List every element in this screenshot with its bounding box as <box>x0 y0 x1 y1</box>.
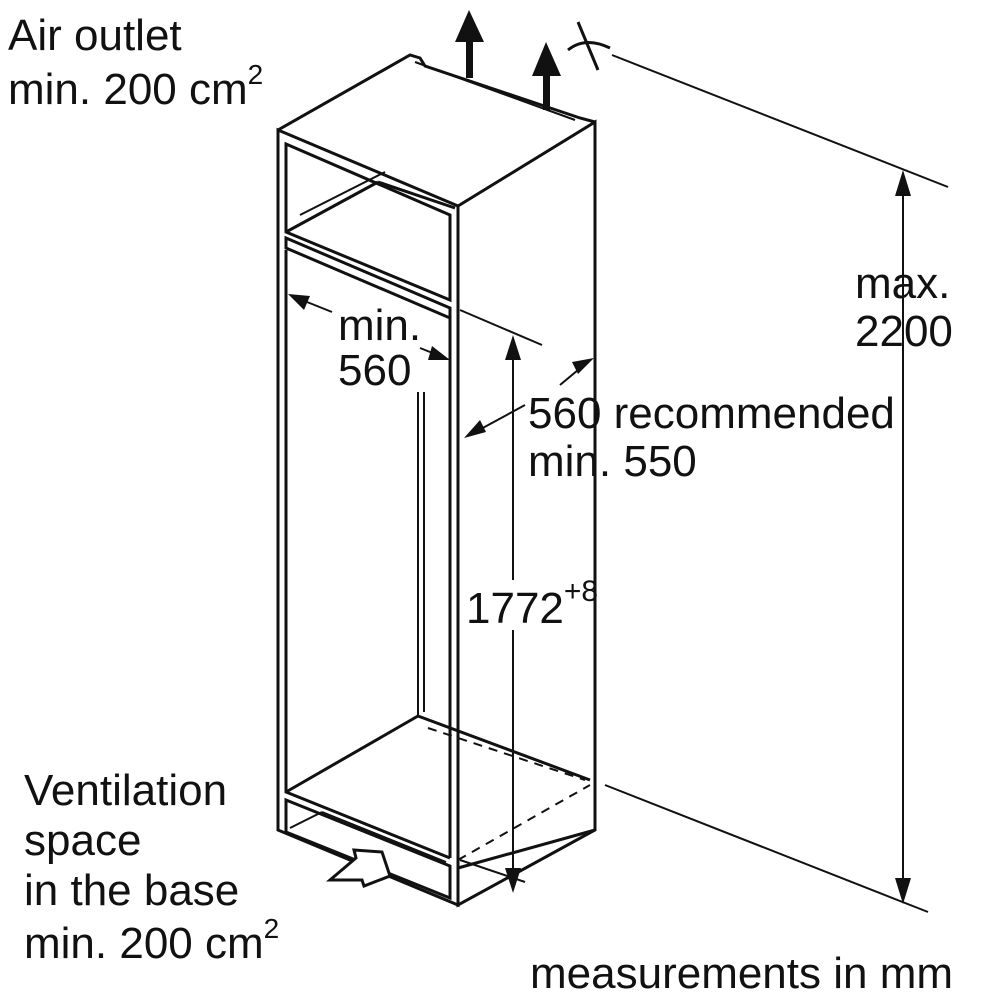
units-note: measurements in mm <box>530 949 953 998</box>
min-width-dimension <box>288 294 450 360</box>
depth-label: 560 recommended min. 550 <box>528 389 907 486</box>
air-outlet-arrows <box>455 10 561 110</box>
cabinet-housing <box>276 53 597 908</box>
ventilation-base-label: Ventilation space in the base min. 200 c… <box>24 766 279 968</box>
max-height-label: max. 2200 <box>855 259 963 356</box>
niche-height-label: 1772+8 <box>466 575 598 633</box>
max-height-dimension <box>604 54 949 913</box>
niche-height-dimension <box>459 335 526 893</box>
min-width-label: min. 560 <box>338 301 433 395</box>
air-intake-arrow <box>325 848 392 888</box>
air-outlet-label: Air outlet min. 200 cm2 <box>8 11 263 114</box>
reference-mark-icon <box>567 21 611 71</box>
depth-dimension <box>459 309 594 438</box>
